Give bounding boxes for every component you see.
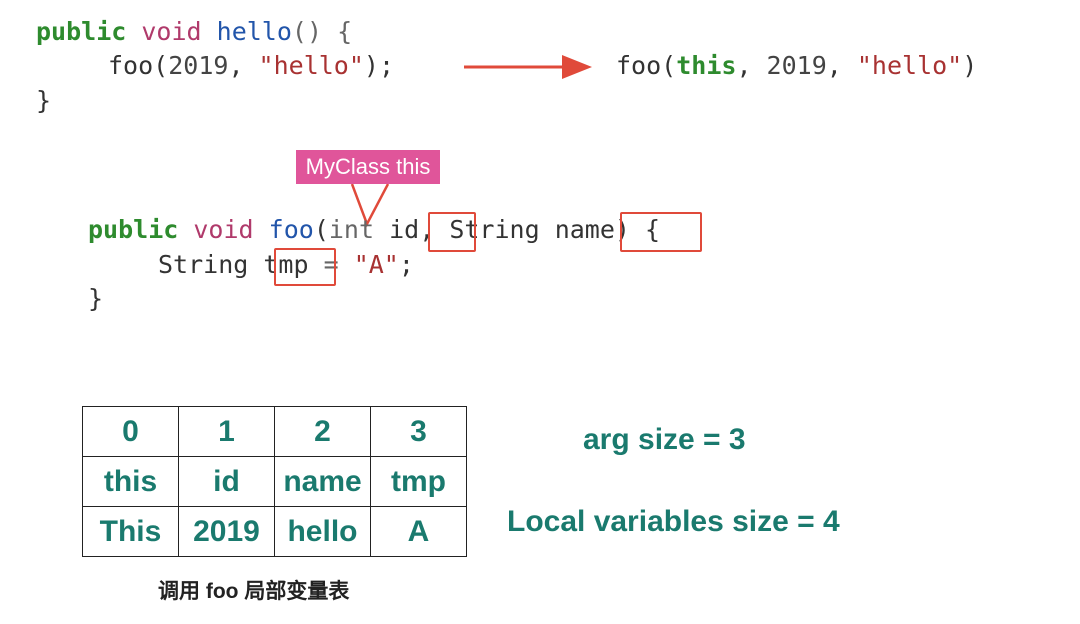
table-cell: 3 — [370, 406, 467, 457]
param-separator: , — [419, 215, 450, 244]
table-cell: A — [370, 506, 467, 557]
table-cell: This — [82, 506, 179, 557]
method-signature-tail: () { — [291, 17, 353, 46]
type-string: String — [449, 215, 540, 244]
local-variable-table: 0 1 2 3 this id name tmp This 2019 hello… — [82, 406, 467, 557]
transform-arrow-icon — [464, 55, 592, 79]
highlight-id — [428, 212, 476, 252]
closing-brace: } — [36, 86, 52, 115]
table-cell: id — [178, 456, 275, 507]
open-paren: ( — [313, 215, 329, 244]
hello-line-3: } — [36, 84, 51, 118]
param-id: id — [389, 215, 420, 244]
call-end: ); — [363, 51, 395, 80]
foo-line-1: public void foo(int id, String name) { — [88, 213, 660, 247]
keyword-public: public — [88, 215, 179, 244]
type-string: String — [158, 250, 249, 279]
table-cell: this — [82, 456, 179, 507]
closing-brace: } — [88, 284, 104, 313]
table-caption: 调用 foo 局部变量表 — [158, 580, 350, 603]
table-row-indices: 0 1 2 3 — [82, 406, 467, 457]
call-foo: foo( — [108, 51, 169, 80]
table-cell: 0 — [82, 406, 179, 457]
foo-line-3: } — [88, 282, 103, 316]
statement-end: ; — [398, 250, 414, 279]
rewritten-call: foo(this, 2019, "hello") — [616, 49, 977, 83]
table-cell: tmp — [370, 456, 467, 507]
param-name: name — [554, 215, 615, 244]
arg-size-label: arg size = 3 — [583, 423, 746, 456]
arg-2019: 2019 — [766, 51, 827, 80]
hello-line-2: foo(2019, "hello"); — [108, 49, 394, 83]
table-cell: name — [274, 456, 371, 507]
table-row-values: This 2019 hello A — [82, 506, 467, 557]
hello-line-1: public void hello() { — [36, 15, 352, 49]
method-name-hello: hello — [216, 17, 292, 46]
arg-hello: "hello" — [856, 51, 963, 80]
tag-pointer-icon — [350, 184, 390, 228]
string-A: "A" — [353, 250, 399, 279]
keyword-this: this — [676, 51, 737, 80]
type-int: int — [328, 215, 375, 244]
table-cell: 2 — [274, 406, 371, 457]
call-foo: foo( — [616, 51, 677, 80]
highlight-tmp — [274, 248, 336, 286]
var-tmp: tmp — [263, 250, 309, 279]
signature-end: ) { — [614, 215, 661, 244]
method-name-foo: foo — [268, 215, 314, 244]
keyword-void: void — [193, 215, 254, 244]
local-variables-size-label: Local variables size = 4 — [507, 505, 840, 538]
table-cell: 2019 — [178, 506, 275, 557]
call-end: ) — [962, 51, 978, 80]
table-cell: hello — [274, 506, 371, 557]
highlight-name — [620, 212, 702, 252]
table-cell: 1 — [178, 406, 275, 457]
keyword-public: public — [36, 17, 127, 46]
arg-2019: 2019 — [168, 51, 229, 80]
arg-hello: "hello" — [258, 51, 364, 80]
this-parameter-tag: MyClass this — [296, 150, 440, 184]
arg-separator: , — [826, 51, 857, 80]
arg-separator: , — [736, 51, 767, 80]
keyword-void: void — [141, 17, 202, 46]
table-row-names: this id name tmp — [82, 456, 467, 507]
arg-separator: , — [228, 51, 259, 80]
